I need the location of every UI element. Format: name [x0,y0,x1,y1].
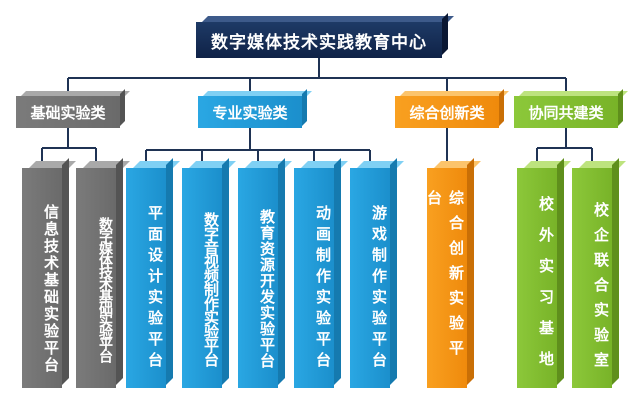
category-major: 专业实验类 [198,88,312,128]
platform-label: 平面设计实验平台 [126,168,166,388]
platform-column: 数字媒体技术基础实验平台 [76,157,130,388]
platform-label: 校企联合实验室 [572,168,612,388]
platform-label: 综合创新实验平台 [425,168,467,388]
platform-column: 校外实习基地 [517,157,571,388]
category-comprehensive: 综合创新类 [395,88,509,128]
category-label: 专业实验类 [198,96,302,128]
category-label: 基础实验类 [16,96,120,128]
platform-label: 教育资源开发实验平台 [238,168,278,388]
platform-label: 动画制作实验平台 [294,168,334,388]
platform-label: 游戏制作实验平台 [350,168,390,388]
platform-column: 信息技术基础实验平台 [22,157,76,388]
platform-label: 信息技术基础实验平台 [22,168,62,388]
platform-column: 动画制作实验平台 [294,157,348,388]
platform-column: 教育资源开发实验平台 [238,157,292,388]
platform-column: 平面设计实验平台 [126,157,180,388]
category-basic: 基础实验类 [16,88,130,128]
platform-label: 数字音视频制作实验平台 [182,168,222,388]
platform-column: 数字音视频制作实验平台 [182,157,236,388]
platform-column: 综合创新实验平台 [425,157,481,388]
root-label: 数字媒体技术实践教育中心 [196,22,442,58]
category-label: 协同共建类 [514,96,618,128]
platform-label: 校外实习基地 [517,168,557,388]
platform-column: 校企联合实验室 [572,157,626,388]
category-label: 综合创新类 [395,96,499,128]
platform-column: 游戏制作实验平台 [350,157,404,388]
platform-label: 数字媒体技术基础实验平台 [76,168,116,388]
root-node: 数字媒体技术实践教育中心 [196,13,454,58]
category-collab: 协同共建类 [514,88,628,128]
